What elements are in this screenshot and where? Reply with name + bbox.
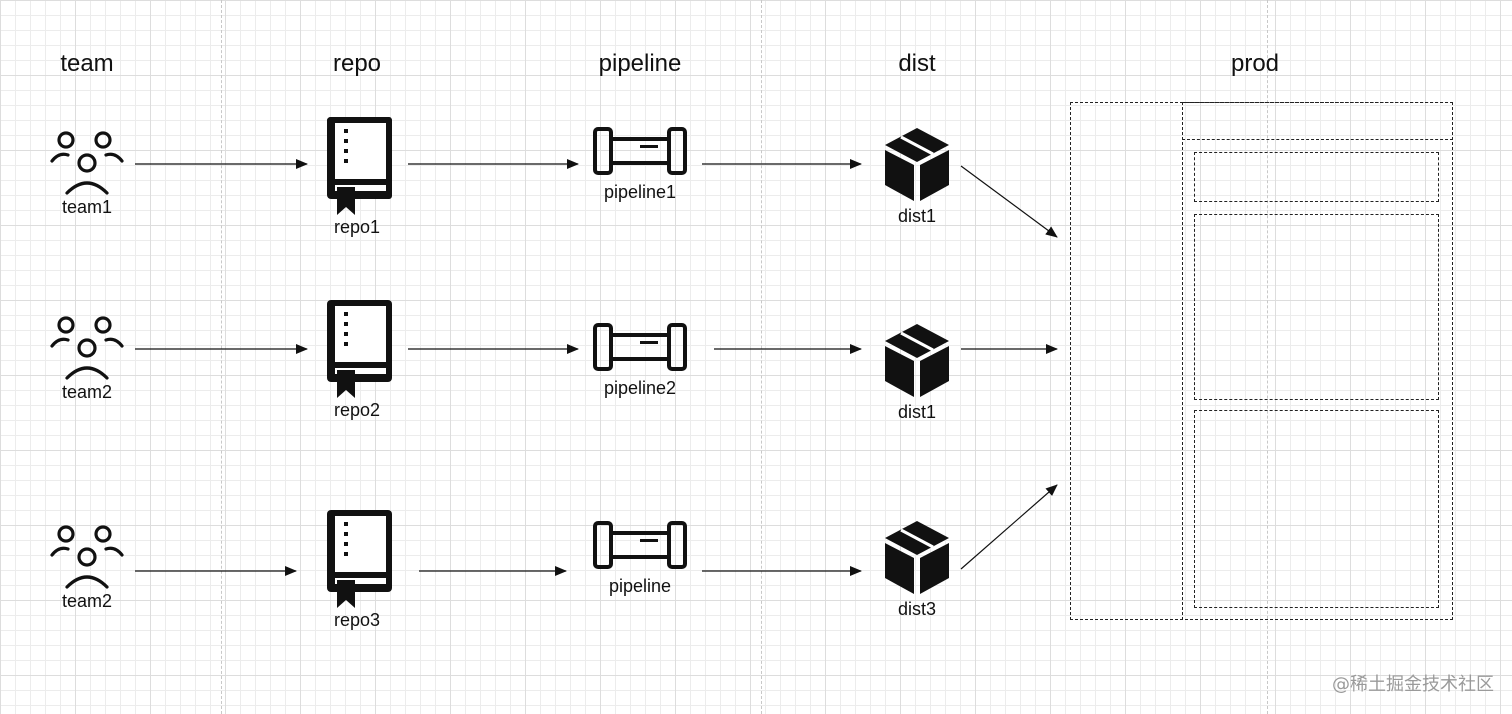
header-prod: prod — [1230, 50, 1280, 77]
repo-label: repo3 — [333, 610, 381, 630]
header-dist: dist — [898, 50, 936, 77]
prod-header — [1182, 102, 1453, 140]
package-icon — [883, 519, 951, 595]
column-guide — [221, 0, 222, 714]
team-node: team2 — [49, 310, 125, 403]
prod-sidebar — [1070, 102, 1183, 620]
pipeline-label: pipeline1 — [603, 182, 677, 202]
team-icon — [49, 519, 125, 595]
header-repo: repo — [332, 50, 382, 77]
team-label: team1 — [61, 197, 113, 217]
pipeline-node: pipeline — [592, 520, 688, 597]
dist-node: dist3 — [883, 519, 951, 620]
prod-panel — [1194, 410, 1439, 608]
book-icon — [319, 115, 395, 215]
team-node: team2 — [49, 519, 125, 612]
team-icon — [49, 310, 125, 386]
prod-panel — [1194, 152, 1439, 202]
repo-node: repo1 — [319, 115, 395, 238]
prod-panel — [1194, 214, 1439, 400]
header-team: team — [60, 50, 114, 77]
package-icon — [883, 126, 951, 202]
dist-label: dist1 — [897, 206, 937, 226]
package-icon — [883, 322, 951, 398]
team-label: team2 — [61, 382, 113, 402]
pipeline-icon — [592, 126, 688, 176]
pipeline-node: pipeline1 — [592, 126, 688, 203]
pipeline-label: pipeline — [608, 576, 672, 596]
pipeline-node: pipeline2 — [592, 322, 688, 399]
pipeline-icon — [592, 520, 688, 570]
repo-node: repo2 — [319, 298, 395, 421]
team-label: team2 — [61, 591, 113, 611]
edge-dist1-prod — [960, 165, 1058, 238]
dist-label: dist3 — [897, 599, 937, 619]
dist-node: dist1 — [883, 322, 951, 423]
dist-node: dist1 — [883, 126, 951, 227]
pipeline-label: pipeline2 — [603, 378, 677, 398]
column-guide — [761, 0, 762, 714]
header-pipeline: pipeline — [598, 50, 682, 77]
column-guide — [1267, 0, 1268, 714]
repo-label: repo1 — [333, 217, 381, 237]
dist-label: dist1 — [897, 402, 937, 422]
watermark: @稀土掘金技术社区 — [1332, 674, 1494, 695]
team-icon — [49, 125, 125, 201]
book-icon — [319, 508, 395, 608]
repo-label: repo2 — [333, 400, 381, 420]
pipeline-icon — [592, 322, 688, 372]
book-icon — [319, 298, 395, 398]
team-node: team1 — [49, 125, 125, 218]
repo-node: repo3 — [319, 508, 395, 631]
edge-dist3-prod — [960, 484, 1058, 570]
